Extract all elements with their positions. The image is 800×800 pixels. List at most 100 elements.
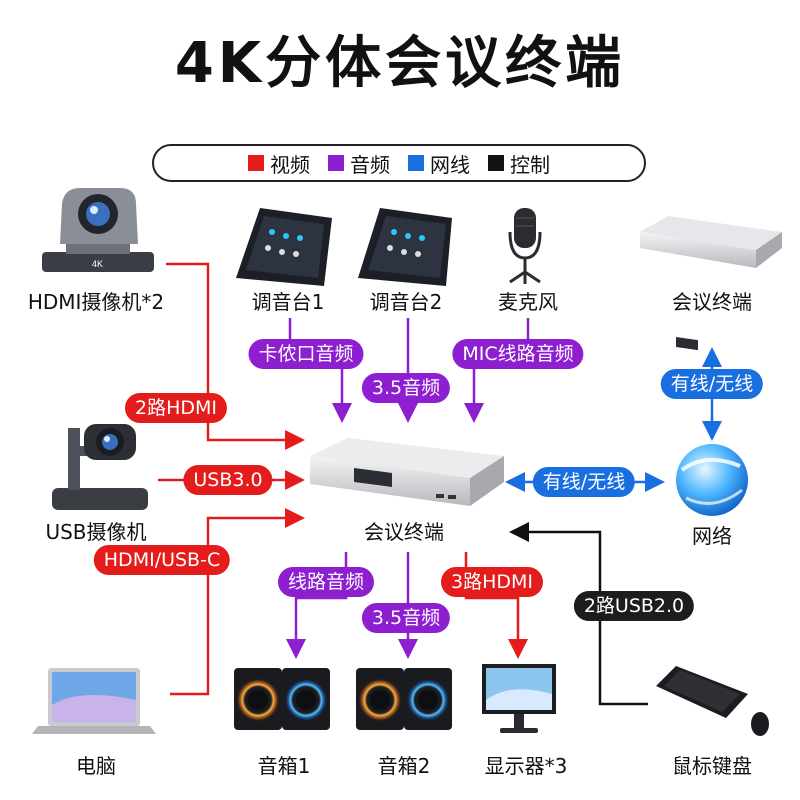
speaker2-illustration [356, 668, 452, 730]
pill-mixer1-audio: 卡侬口音频 [248, 339, 364, 369]
microphone-capsule [514, 208, 536, 248]
speaker1-left-driver [248, 690, 268, 710]
legend-label-control: 控制 [510, 152, 550, 177]
display-stand-base [500, 728, 538, 733]
label-usb-camera: USB摄像机 [45, 520, 147, 544]
main-terminal-side [470, 456, 504, 506]
legend-item-control: 控制 [488, 149, 550, 178]
keyboard-mouse-illustration [656, 666, 769, 736]
page-title: 4K分体会议终端 [174, 31, 626, 96]
hdmi-camera-badge: 4K [92, 259, 103, 269]
mixer1-knob-3 [297, 235, 303, 241]
pill-display-hdmi: 3路HDMI [440, 567, 544, 597]
label-hdmi-camera: HDMI摄像机*2 [27, 290, 165, 314]
legend-swatch-video [248, 155, 264, 171]
globe-sphere [676, 444, 748, 516]
main-terminal-display [354, 468, 392, 487]
laptop-wallpaper-wave [52, 695, 136, 722]
mixer1-knob-4 [265, 245, 271, 251]
hdmi-camera-lens-glint [90, 206, 98, 214]
remote-terminal-front [640, 232, 756, 268]
hdmi-camera-illustration: 4K [42, 188, 154, 272]
mixer1-knob-5 [279, 249, 285, 255]
label-keyboard-mouse: 鼠标键盘 [672, 754, 752, 778]
remote-terminal-illustration [640, 216, 782, 351]
pill-network-vertical: 有线/无线 [660, 369, 764, 399]
speaker2-left-driver [370, 690, 390, 710]
hdmi-camera-base [42, 252, 154, 272]
main-terminal-port-2 [448, 495, 456, 499]
remote-terminal-display [676, 337, 698, 351]
mixer2-knob-1 [391, 229, 397, 235]
usb-camera-lens-inner [102, 434, 118, 450]
speaker2-right-driver [418, 690, 438, 710]
mixer1-illustration [236, 208, 332, 286]
label-microphone: 麦克风 [498, 290, 558, 314]
legend-label-network: 网线 [430, 152, 470, 177]
mixer1-knob-1 [269, 229, 275, 235]
label-display: 显示器*3 [484, 754, 568, 778]
pill-speaker-35: 3.5音频 [361, 603, 451, 633]
speaker1-right-driver [296, 690, 316, 710]
usb-camera-lens-glint [104, 436, 110, 442]
legend-item-network: 网线 [408, 149, 470, 178]
label-remote-terminal: 会议终端 [672, 290, 752, 314]
legend-swatch-audio [328, 155, 344, 171]
display-wallpaper-wave [486, 689, 552, 710]
pill-network-horizontal: 有线/无线 [532, 467, 636, 497]
display-illustration [482, 664, 556, 733]
label-computer: 电脑 [76, 754, 116, 778]
legend-swatch-control [488, 155, 504, 171]
mixer2-knob-3 [419, 235, 425, 241]
hdmi-camera-line [166, 262, 305, 450]
computer-line [170, 508, 305, 696]
pill-microphone-audio: MIC线路音频 [452, 339, 584, 369]
legend-item-video: 视频 [248, 149, 310, 178]
speaker1-illustration [234, 668, 330, 730]
pill-usb-camera: USB3.0 [183, 465, 273, 495]
usb-camera-illustration [52, 424, 148, 510]
pill-hdmi-camera: 2路HDMI [124, 393, 228, 423]
mixer1-knob-6 [293, 251, 299, 257]
label-mixer1: 调音台1 [251, 290, 325, 314]
mixer2-knob-6 [415, 251, 421, 257]
remote-terminal-side [756, 232, 782, 268]
hdmi-camera-lens-inner [86, 202, 110, 226]
globe-swirl-2 [685, 488, 743, 505]
legend-label-video: 视频 [270, 152, 310, 177]
label-speaker1: 音箱1 [257, 754, 311, 778]
display-stand-neck [514, 714, 524, 728]
mixer2-knob-2 [405, 233, 411, 239]
legend-label-audio: 音频 [350, 152, 390, 177]
remote-terminal-top [640, 216, 782, 250]
mixer1-panel [246, 216, 324, 278]
usb-camera-pole [68, 428, 80, 490]
mixer2-illustration [358, 208, 452, 286]
main-terminal-top [310, 438, 504, 478]
mixer1-knob-2 [283, 233, 289, 239]
laptop-illustration [32, 668, 156, 734]
label-network: 网络 [692, 524, 732, 548]
mixer2-knob-4 [387, 245, 393, 251]
microphone-illustration [508, 208, 542, 284]
mixer2-knob-5 [401, 249, 407, 255]
globe-swirl-1 [680, 458, 741, 472]
laptop-keyboard-deck [32, 726, 156, 734]
legend-item-audio: 音频 [328, 149, 390, 178]
usb-camera-base [52, 488, 148, 510]
mouse [751, 712, 769, 736]
label-main-terminal: 会议终端 [364, 520, 444, 544]
network-globe-illustration [676, 444, 748, 516]
main-terminal-port-1 [436, 494, 444, 498]
microphone-tripod [509, 270, 541, 284]
pill-usb-control: 2路USB2.0 [573, 591, 695, 621]
label-speaker2: 音箱2 [377, 754, 431, 778]
legend-swatch-network [408, 155, 424, 171]
mixer2-panel [368, 216, 446, 278]
pill-line-audio: 线路音频 [277, 567, 375, 597]
main-terminal-illustration [310, 438, 504, 506]
pill-computer: HDMI/USB-C [93, 545, 231, 575]
pill-mixer2-audio: 3.5音频 [361, 373, 451, 403]
